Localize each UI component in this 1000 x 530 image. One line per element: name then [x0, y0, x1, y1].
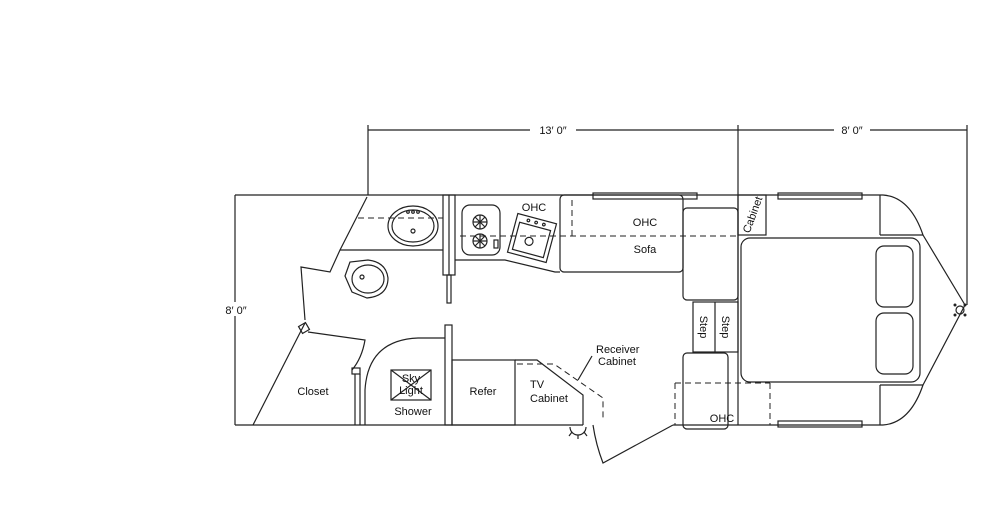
label-tv: TV [530, 379, 545, 391]
dimension-width: 8′ 0″ [225, 305, 246, 317]
window [592, 192, 698, 200]
bed [740, 237, 921, 383]
toilet-icon [344, 259, 389, 299]
dimension-length-front: 8′ 0″ [841, 125, 862, 137]
label-sofa: Sofa [634, 244, 658, 256]
porch-light-icon [568, 426, 588, 439]
label-cabinet-front: Cabinet [741, 195, 765, 235]
entry-door[interactable] [592, 424, 674, 464]
bathroom-wall [300, 196, 368, 321]
outer-walls [235, 194, 966, 426]
label-shower: Shower [394, 406, 432, 418]
label-tv-cabinet: Cabinet [530, 393, 568, 405]
hitch-icon [953, 303, 967, 317]
stove-icon [461, 204, 501, 256]
label-ohc-sofa: OHC [633, 217, 658, 229]
label-step-2: Step [719, 316, 731, 339]
pillow [875, 245, 914, 308]
refrigerator [451, 359, 516, 426]
label-light: Light [399, 385, 423, 397]
bathroom-sink-icon [387, 205, 439, 247]
kitchen-sink-icon [506, 212, 558, 264]
label-ohc-dinette: OHC [710, 413, 735, 425]
window [777, 420, 863, 428]
label-ohc-kitchen: OHC [522, 202, 547, 214]
label-receiver: Receiver [596, 344, 640, 356]
label-step-1: Step [697, 316, 709, 339]
label-sky: Sky [402, 373, 421, 385]
sofa [559, 194, 684, 273]
pillow [875, 312, 914, 375]
label-refer: Refer [470, 386, 497, 398]
dimension-length-main: 13′ 0″ [539, 125, 566, 137]
skylight-icon [390, 369, 432, 401]
label-receiver-cabinet: Cabinet [598, 356, 636, 368]
window [777, 192, 863, 200]
label-closet: Closet [297, 386, 328, 398]
